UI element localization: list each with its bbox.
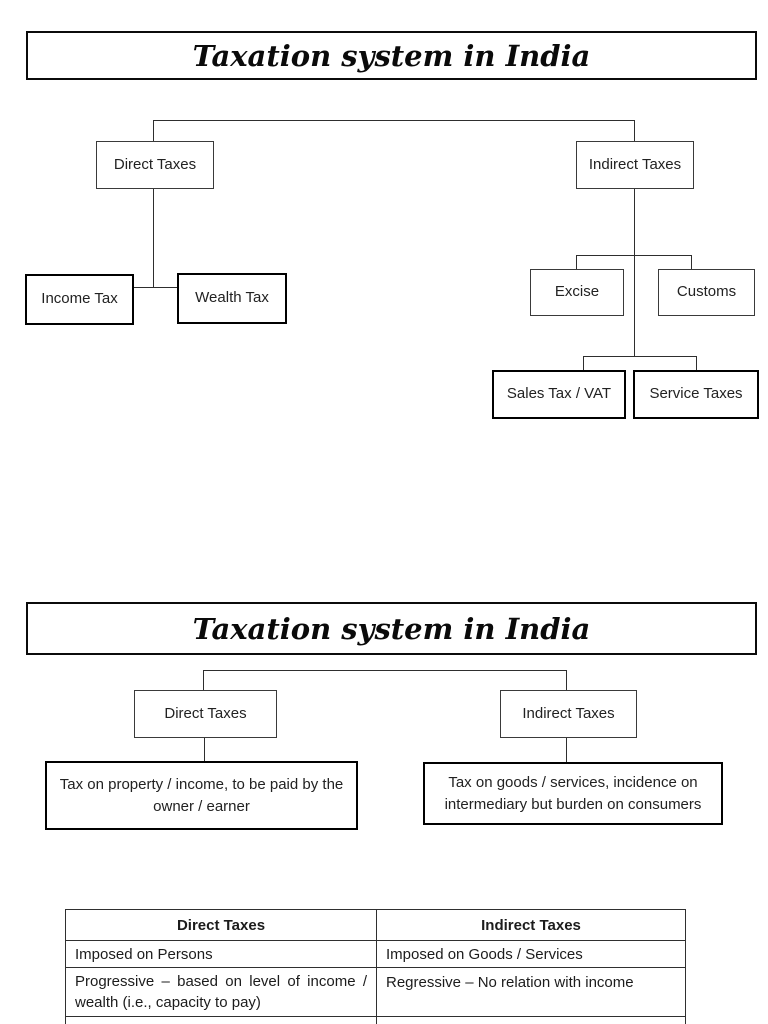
slide1-title: Taxation system in India bbox=[192, 38, 591, 73]
table-header-row: Direct Taxes Indirect Taxes bbox=[65, 909, 686, 941]
connector-line bbox=[130, 287, 177, 288]
node-direct-taxes: Direct Taxes bbox=[96, 141, 214, 189]
table-cell: Imposed on Goods / Services bbox=[376, 940, 686, 968]
node2-indirect-taxes: Indirect Taxes bbox=[500, 690, 637, 738]
node-excise: Excise bbox=[530, 269, 624, 316]
node-indirect-taxes: Indirect Taxes bbox=[576, 141, 694, 189]
slide2-title: Taxation system in India bbox=[192, 611, 591, 646]
table-cell: Imposed on Persons bbox=[65, 940, 377, 968]
connector-line bbox=[566, 670, 567, 690]
header-indirect-taxes: Indirect Taxes bbox=[376, 909, 686, 941]
table-cell bbox=[376, 1016, 686, 1024]
comparison-table: Direct Taxes Indirect Taxes Imposed on P… bbox=[65, 909, 686, 1024]
node-sales-tax-vat: Sales Tax / VAT bbox=[492, 370, 626, 419]
connector-line bbox=[583, 356, 697, 357]
connector-line bbox=[576, 255, 692, 256]
node-service-taxes: Service Taxes bbox=[633, 370, 759, 419]
table-cell: Regressive – No relation with income bbox=[376, 967, 686, 1017]
indirect-taxes-description: Tax on goods / services, incidence on in… bbox=[423, 762, 723, 825]
connector-line bbox=[153, 120, 154, 142]
connector-line bbox=[691, 255, 692, 270]
node-customs: Customs bbox=[658, 269, 755, 316]
connector-line bbox=[696, 356, 697, 371]
connector-line bbox=[634, 120, 635, 142]
connector-line bbox=[576, 255, 577, 270]
table-row: Progressive – based on level of income /… bbox=[65, 967, 686, 1017]
connector-line bbox=[203, 670, 567, 671]
connector-line bbox=[566, 736, 567, 762]
connector-line bbox=[153, 187, 154, 288]
connector-line bbox=[583, 356, 584, 371]
slide1-title-box: Taxation system in India bbox=[26, 31, 757, 80]
table-row-clipped bbox=[65, 1016, 686, 1024]
connector-line bbox=[153, 120, 635, 121]
table-cell bbox=[65, 1016, 377, 1024]
connector-line bbox=[204, 736, 205, 761]
table-cell: Progressive – based on level of income /… bbox=[65, 967, 377, 1017]
table-row: Imposed on Persons Imposed on Goods / Se… bbox=[65, 940, 686, 968]
connector-line bbox=[634, 187, 635, 357]
connector-line bbox=[203, 670, 204, 690]
header-direct-taxes: Direct Taxes bbox=[65, 909, 377, 941]
node-income-tax: Income Tax bbox=[25, 274, 134, 325]
node-wealth-tax: Wealth Tax bbox=[177, 273, 287, 324]
direct-taxes-description: Tax on property / income, to be paid by … bbox=[45, 761, 358, 830]
node2-direct-taxes: Direct Taxes bbox=[134, 690, 277, 738]
slide2-title-box: Taxation system in India bbox=[26, 602, 757, 655]
